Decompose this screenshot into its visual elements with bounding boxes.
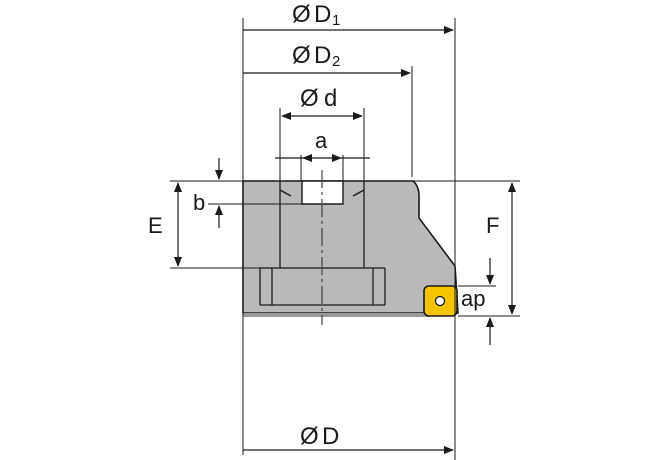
label-b: b <box>193 190 205 215</box>
svg-text:Ø: Ø <box>292 42 311 69</box>
label-ap: ap <box>461 286 485 311</box>
svg-text:Ø: Ø <box>292 1 311 28</box>
label-E: E <box>148 213 163 238</box>
svg-text:Ø: Ø <box>300 423 319 450</box>
svg-text:2: 2 <box>332 53 340 70</box>
svg-text:1: 1 <box>332 12 340 29</box>
label-D: Ø D <box>300 423 339 450</box>
label-d: Ø d <box>300 85 337 112</box>
label-F: F <box>486 213 499 238</box>
cutter-body <box>242 180 459 314</box>
svg-text:D: D <box>322 423 339 450</box>
dimension-lines <box>174 26 516 454</box>
svg-text:D: D <box>314 1 331 28</box>
insert-screw-hole <box>434 295 446 307</box>
svg-text:d: d <box>324 85 337 112</box>
label-D1: Ø D 1 <box>292 1 340 29</box>
svg-text:Ø: Ø <box>300 85 319 112</box>
label-a: a <box>315 128 328 153</box>
extension-lines <box>170 18 520 460</box>
label-D2: Ø D 2 <box>292 42 340 70</box>
bore-outline <box>259 181 386 306</box>
svg-text:D: D <box>314 42 331 69</box>
cutter-base-band <box>243 313 430 317</box>
